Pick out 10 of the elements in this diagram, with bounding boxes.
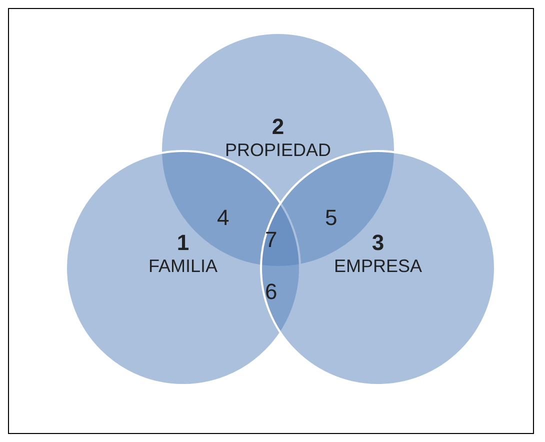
set-number: 3 (372, 230, 384, 256)
set-number: 2 (272, 114, 284, 140)
region-number: 6 (265, 279, 278, 305)
set-number: 1 (176, 230, 190, 256)
region-number: 4 (217, 205, 230, 231)
set-label: PROPIEDAD (224, 140, 332, 161)
region-number: 7 (265, 227, 278, 253)
set-label: EMPRESA (334, 256, 422, 277)
set-label: FAMILIA (148, 256, 218, 277)
region-number: 5 (325, 205, 338, 231)
